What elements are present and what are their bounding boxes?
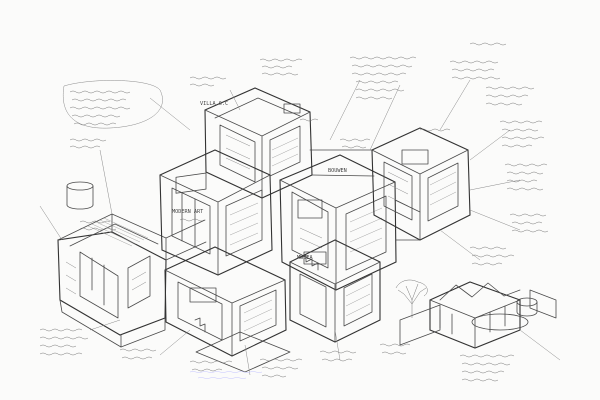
leader-lines: [39, 79, 561, 376]
note-bottom-row: [39, 328, 515, 382]
note-left-mid: [69, 138, 107, 149]
wall-panel: [297, 199, 323, 219]
left-wing: [57, 213, 167, 348]
faint-caption: [189, 371, 263, 379]
main-building-complex: [57, 87, 471, 373]
label-panel: [401, 149, 429, 165]
exhibit-panel: [189, 287, 217, 303]
label-bouwen: BOUWEN: [328, 168, 347, 174]
note-inside-labels: [79, 118, 451, 231]
note-upper-center: [189, 58, 303, 87]
label-modern-art: MODERN ART: [172, 209, 203, 215]
corridor-top: [309, 149, 375, 177]
label-musea: MUSEA: [297, 255, 313, 261]
small-sign: [303, 251, 327, 265]
corridor-right: [394, 199, 421, 241]
label-villa: VILLA 6.C: [200, 101, 228, 107]
right-tall-block: [371, 127, 471, 241]
note-top-left: [62, 80, 163, 129]
note-right-column: [469, 120, 549, 266]
tree-sketch: [395, 279, 428, 318]
satellite-pavilion: [395, 279, 557, 349]
legible-words: VILLA 6.C BOUWEN MODERN ART MUSEA: [172, 101, 347, 261]
note-top-right: [349, 42, 535, 106]
ground-slab: [195, 331, 291, 373]
right-center-block: [279, 154, 397, 291]
center-middle-block: [159, 149, 273, 276]
corridor-left: [165, 219, 207, 261]
oval-pool: [471, 313, 529, 331]
right-annex: [529, 289, 557, 319]
round-silo: [66, 181, 94, 210]
tower-sign-box: [283, 103, 301, 114]
lower-right-block: [289, 239, 381, 343]
art-panel: [175, 172, 207, 194]
pavilion-base: [399, 304, 441, 346]
annotation-scribbles: [39, 42, 549, 382]
